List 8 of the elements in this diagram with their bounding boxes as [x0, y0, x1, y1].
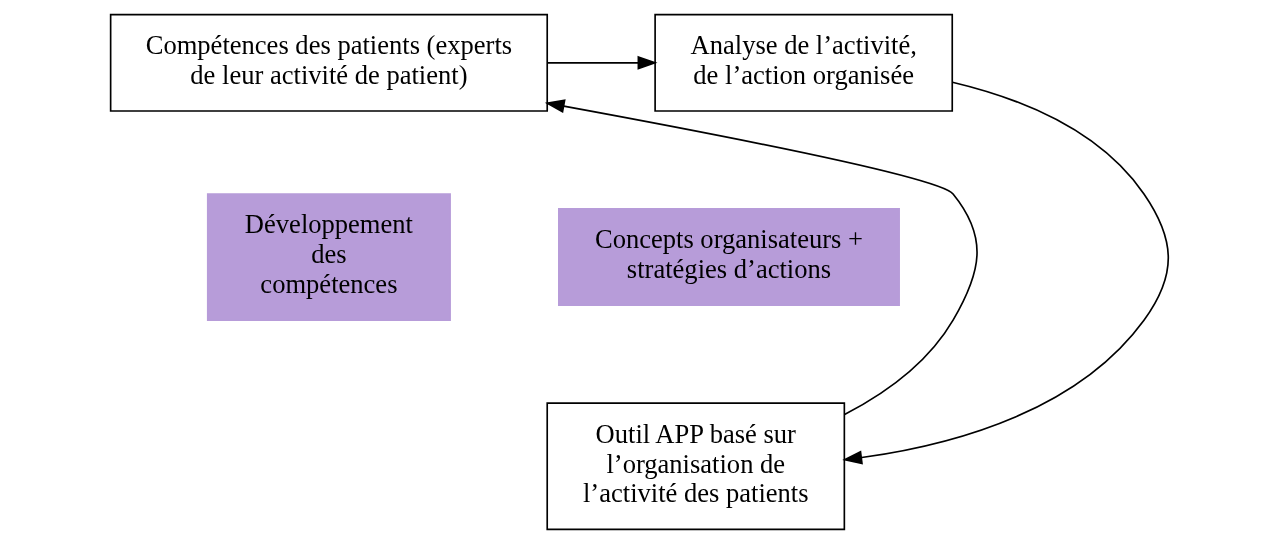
node-box: Développement des compétences	[206, 193, 451, 321]
node-box: Outil APP basé sur l’organisation de l’activité des patients	[545, 402, 845, 531]
arrow	[545, 55, 657, 70]
node-box: Analyse de l’activité, de l’action organisée	[653, 13, 953, 112]
node-box: Concepts organisateurs + stratégies d’actions	[557, 208, 900, 307]
arrow	[841, 81, 1169, 465]
arrow	[544, 99, 978, 416]
node-box: Compétences des patients (experts de leur activité de patient)	[109, 13, 548, 112]
